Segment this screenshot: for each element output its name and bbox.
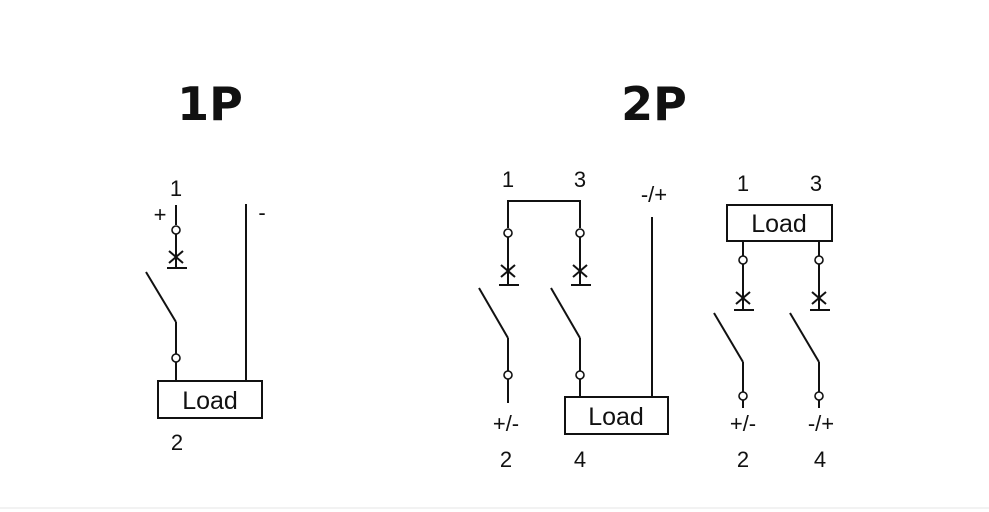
terminal-circle-3 bbox=[575, 228, 585, 238]
switch-blade bbox=[478, 287, 509, 339]
load-box bbox=[157, 380, 263, 419]
diagram-2p-load-top: 1 3 Load +/- -/+ 2 4 bbox=[713, 171, 834, 472]
switch-blade bbox=[550, 287, 581, 339]
switch-blade bbox=[713, 312, 744, 363]
terminal-circle-1 bbox=[503, 228, 513, 238]
switch-blade bbox=[789, 312, 820, 363]
terminal-circle-3 bbox=[814, 255, 824, 265]
terminal-circle-2 bbox=[738, 391, 748, 401]
diagram-1p: 1 + - Load 2 bbox=[145, 176, 266, 455]
terminal-circle-4 bbox=[575, 370, 585, 380]
terminal-circle-2 bbox=[503, 370, 513, 380]
bridge-wire bbox=[507, 200, 581, 228]
terminal-label-1: 1 bbox=[502, 167, 514, 192]
load-box bbox=[564, 396, 669, 435]
polarity-label: -/+ bbox=[808, 411, 834, 436]
terminal-circle-4 bbox=[814, 391, 824, 401]
contact-cross bbox=[810, 291, 830, 311]
terminal-label-2: 2 bbox=[737, 447, 749, 472]
diagram-2p-series: 1 3 -/+ Load +/- bbox=[478, 167, 669, 472]
contact-cross bbox=[734, 291, 754, 311]
polarity-label: +/- bbox=[493, 411, 519, 436]
terminal-label-3: 3 bbox=[574, 167, 586, 192]
minus-label: - bbox=[258, 200, 265, 225]
title-2p: 2P bbox=[621, 77, 687, 131]
polarity-label: +/- bbox=[730, 411, 756, 436]
contact-cross bbox=[571, 264, 591, 286]
terminal-circle-1 bbox=[738, 255, 748, 265]
terminal-label-1: 1 bbox=[737, 171, 749, 196]
switch-blade bbox=[145, 271, 177, 323]
load-label: Load bbox=[182, 387, 238, 415]
terminal-label-2: 2 bbox=[500, 447, 512, 472]
load-label: Load bbox=[588, 403, 644, 431]
terminal-label-1: 1 bbox=[170, 176, 182, 201]
terminal-label-4: 4 bbox=[574, 447, 586, 472]
plus-label: + bbox=[154, 202, 167, 227]
contact-cross bbox=[167, 250, 187, 269]
terminal-label-4: 4 bbox=[814, 447, 826, 472]
terminal-circle-top bbox=[171, 225, 181, 235]
contact-cross bbox=[499, 264, 519, 286]
terminal-label-2: 2 bbox=[171, 430, 183, 455]
terminal-label-3: 3 bbox=[810, 171, 822, 196]
title-1p: 1P bbox=[177, 77, 243, 131]
neutral-label: -/+ bbox=[641, 182, 667, 207]
terminal-circle-bottom bbox=[171, 353, 181, 363]
load-label: Load bbox=[751, 210, 807, 238]
load-box bbox=[726, 204, 833, 242]
